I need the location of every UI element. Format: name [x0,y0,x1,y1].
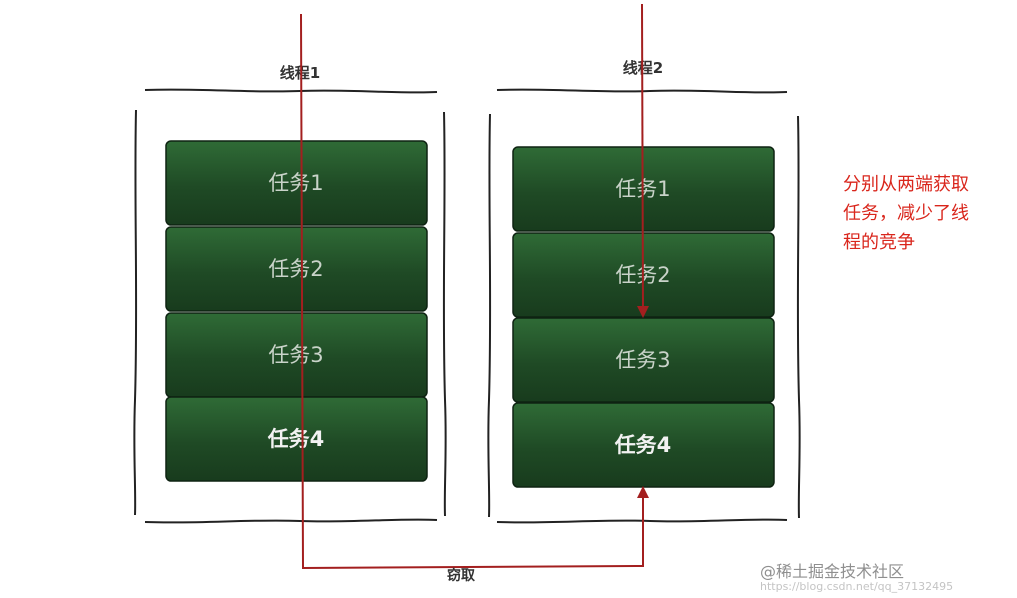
thread-2-take-arrow [636,3,649,318]
steal-label: 窃取 [447,567,476,584]
annotation-line-3: 程的竞争 [843,232,915,253]
thread-2-task-3-label: 任务3 [615,348,670,372]
thread-1-task-2-label: 任务2 [268,257,323,281]
thread-1-task-1 [165,140,428,226]
thread-1-deque: 线程1 任务1 任务2 任务3 任务4 [133,64,447,524]
annotation-note: 分别从两端获取 任务，减少了线 程的竞争 [843,170,1008,257]
thread-1-task-4-label: 任务4 [267,427,325,451]
thread-1-right-border [442,111,447,517]
thread-1-task-4 [165,396,428,482]
thread-2-bottom-border [496,518,788,524]
thread-1-bottom-border [144,518,438,524]
thread-2-left-border [487,113,492,518]
thread-2-top-border [496,88,788,94]
watermark-url: https://blog.csdn.net/qq_37132495 [760,580,954,593]
thread-1-top-border [144,88,438,94]
annotation-line-2: 任务，减少了线 [843,203,969,224]
thread-1-task-3-label: 任务3 [268,343,323,367]
thread-1-left-border [133,109,138,516]
watermark-brand: @稀土掘金技术社区 [760,562,905,581]
thread-2-deque: 线程2 任务1 任务2 任务3 任务4 [487,59,801,524]
thread-1-task-1-label: 任务1 [268,171,323,195]
watermark: @稀土掘金技术社区 https://blog.csdn.net/qq_37132… [760,558,1010,593]
steal-arrow [300,13,649,570]
annotation-line-1: 分别从两端获取 [843,174,969,195]
thread-2-task-3 [512,317,775,403]
thread-2-task-4-label: 任务4 [614,433,672,457]
thread-2-right-border [796,115,801,519]
thread-1-label: 线程1 [280,64,320,82]
thread-1-task-2 [165,226,428,312]
